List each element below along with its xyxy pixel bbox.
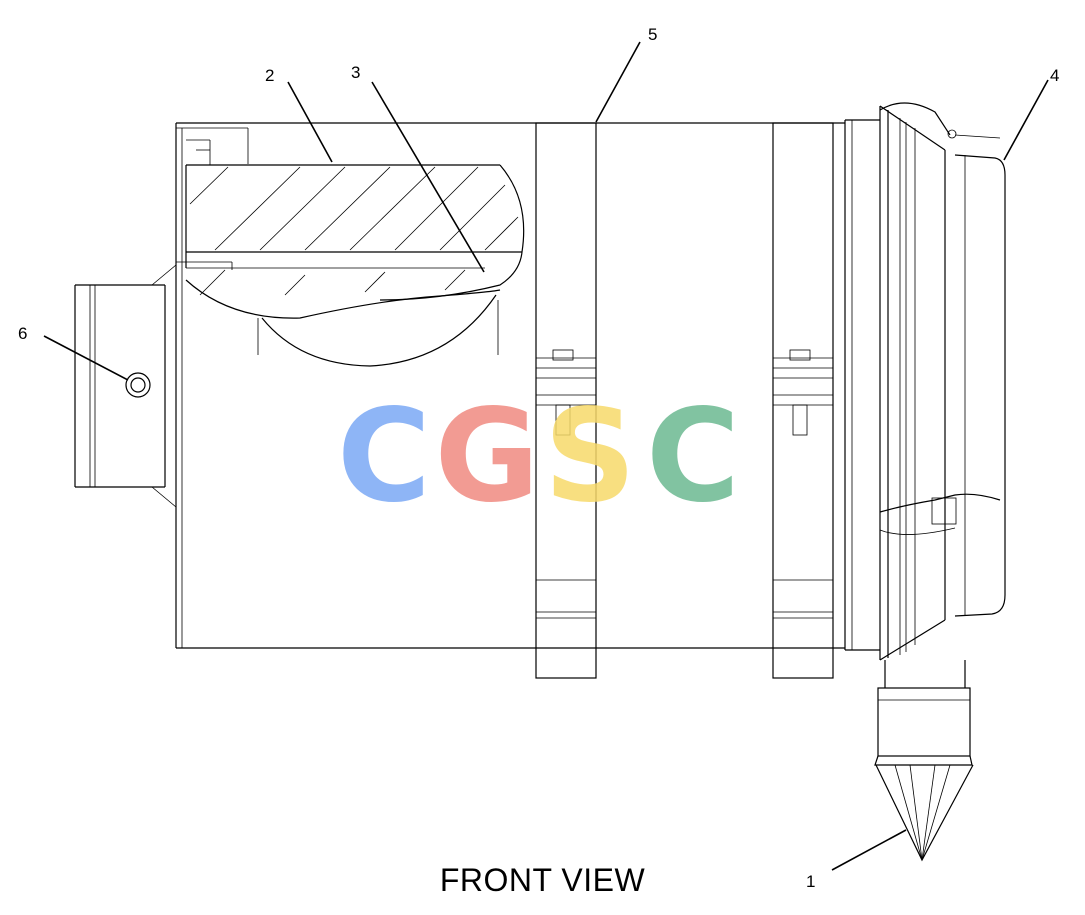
mounting-band-right <box>772 122 834 679</box>
callout-3: 3 <box>351 63 361 82</box>
vacuator-valve <box>874 660 974 862</box>
end-cover <box>844 102 1006 661</box>
callout-5: 5 <box>648 25 658 44</box>
housing-body <box>175 122 845 649</box>
callout-1: 1 <box>806 872 816 891</box>
inlet-tube <box>74 264 177 508</box>
watermark-letter: S <box>544 395 636 515</box>
filter-element-cutaway <box>176 164 525 367</box>
plug-fitting <box>125 372 151 398</box>
watermark-letter: G <box>434 395 539 515</box>
callout-6: 6 <box>18 324 28 343</box>
callout-4: 4 <box>1050 66 1060 85</box>
callout-2: 2 <box>265 66 275 85</box>
watermark-letter: C <box>646 395 740 515</box>
mounting-band-left <box>535 122 597 679</box>
watermark-letter: C <box>337 395 431 515</box>
front-view-caption: FRONT VIEW <box>439 862 646 898</box>
leader-lines <box>43 41 1049 871</box>
